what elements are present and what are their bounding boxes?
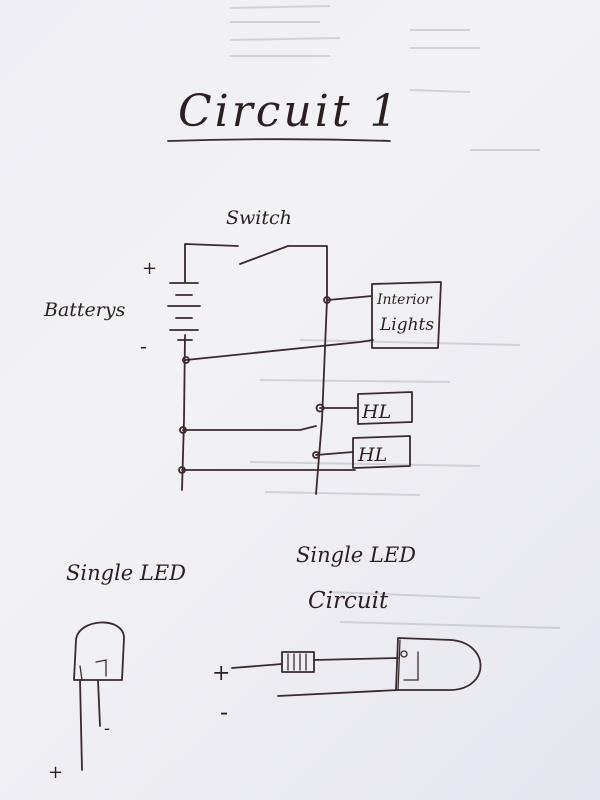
page-title: Circuit 1 xyxy=(178,86,401,137)
battery-minus-sign: - xyxy=(140,334,147,358)
switch-label: Switch xyxy=(226,207,292,229)
batteries-label: Batterys xyxy=(43,299,126,321)
battery-plus-sign: + xyxy=(142,258,157,279)
headlight-box-top xyxy=(357,391,413,425)
headlight-box-bottom xyxy=(352,435,411,469)
single-led-plus: + xyxy=(48,762,63,783)
single-led-circuit-drawing xyxy=(231,637,482,697)
headlight-label-bottom: HL xyxy=(357,444,387,466)
single-led-circuit-label-line1: Single LED xyxy=(296,543,416,567)
headlight-label-top: HL xyxy=(361,401,391,423)
bleed-through-lines xyxy=(229,5,561,629)
main-circuit-wiring xyxy=(181,243,374,495)
single-led-label: Single LED xyxy=(66,561,186,585)
title-underline xyxy=(167,138,391,142)
single-led-circuit-label-line2: Circuit xyxy=(308,588,389,614)
interior-lights-box xyxy=(371,281,442,349)
circuit-minus-sign: - xyxy=(220,698,228,726)
single-led-drawing xyxy=(73,621,125,771)
junction-dots xyxy=(178,296,331,474)
battery-symbol xyxy=(167,282,201,341)
interior-lights-label-line2: Lights xyxy=(379,315,434,335)
interior-lights-label-line1: Interior xyxy=(376,292,433,308)
single-led-minus: - xyxy=(104,718,110,739)
circuit-plus-sign: + xyxy=(212,661,230,686)
